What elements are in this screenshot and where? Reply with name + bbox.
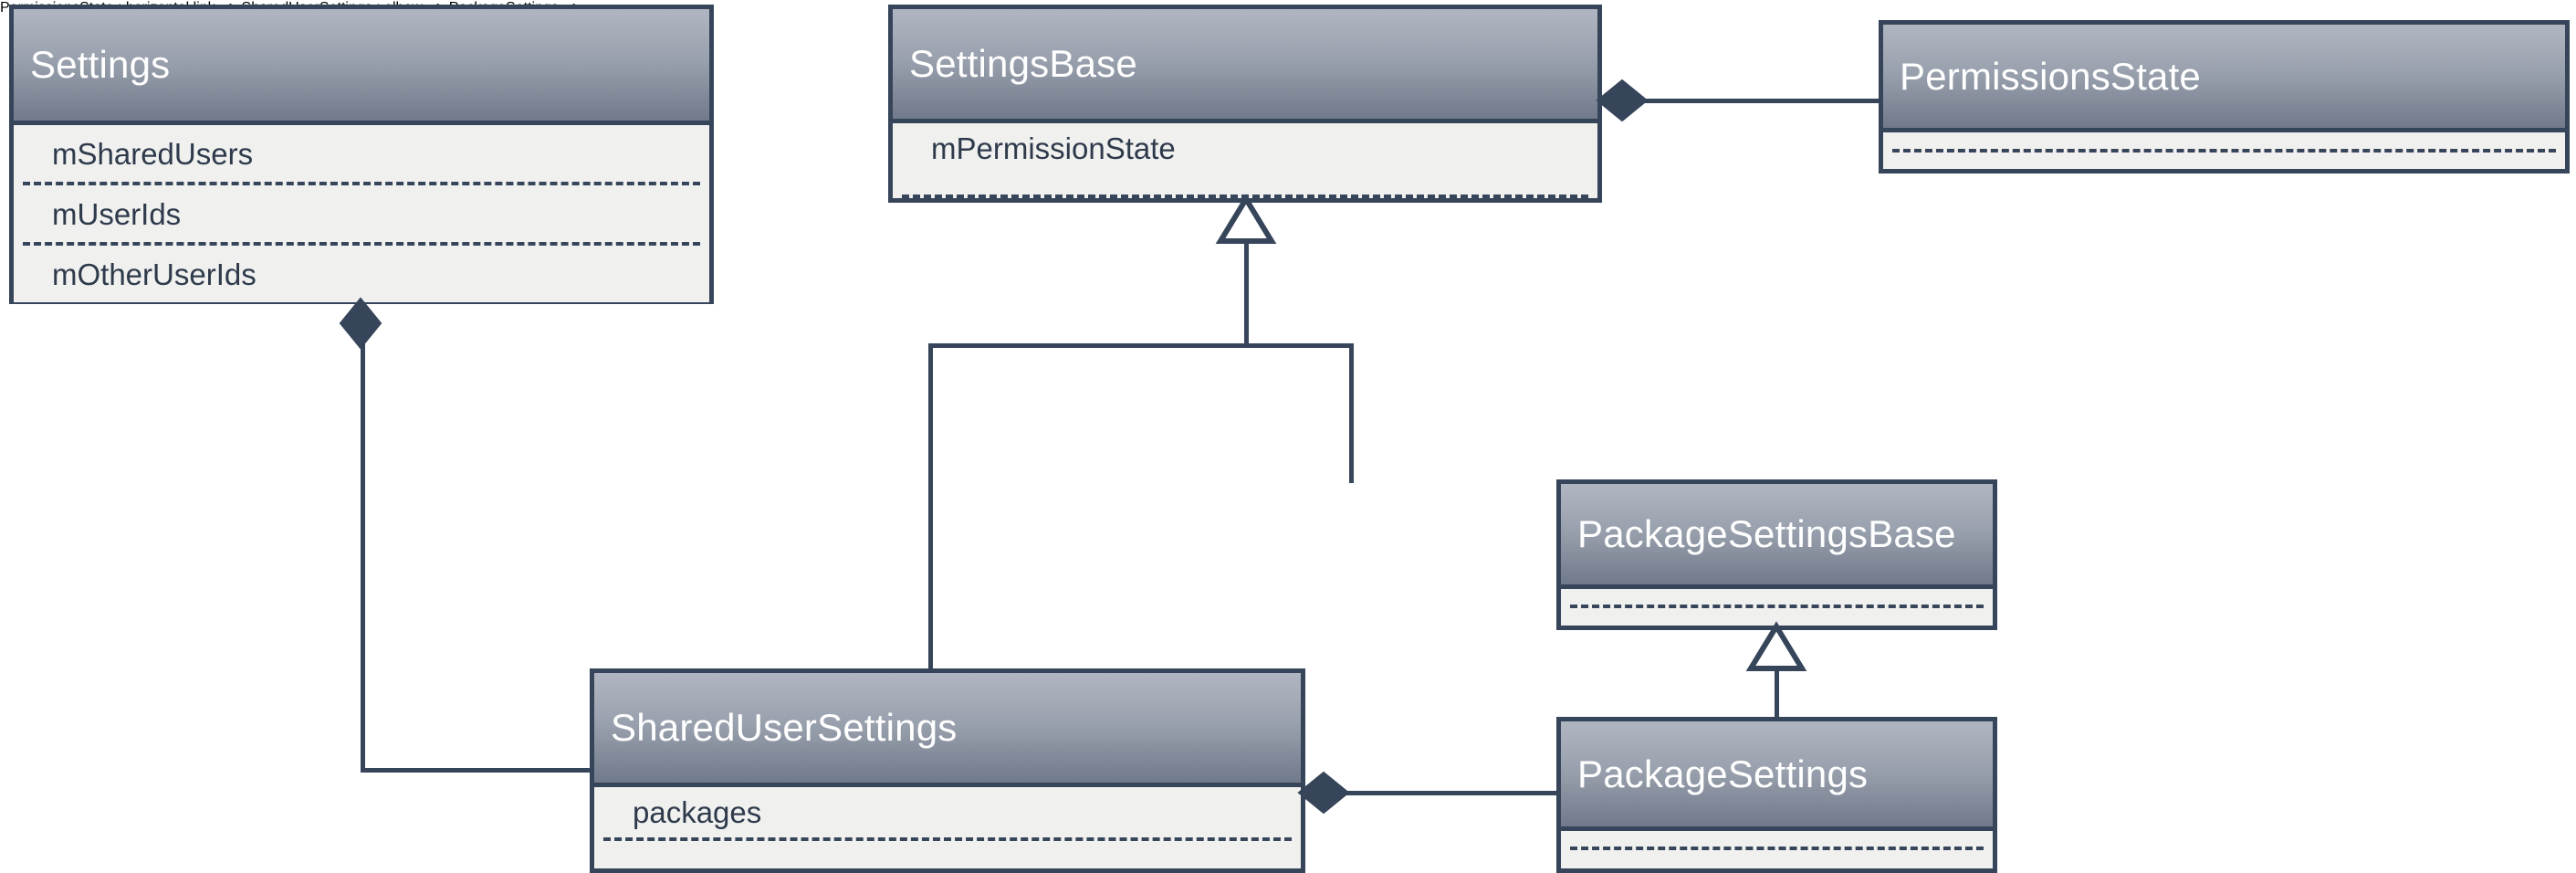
class-title-shareduserssettings: SharedUserSettings — [611, 706, 958, 749]
edge-settings-shareduser-horizontal — [361, 768, 596, 773]
class-header-settings: Settings — [14, 9, 709, 125]
edge-inherit-branch-shareduser — [928, 343, 933, 672]
attribute-separator — [1570, 605, 1984, 608]
class-body-settings: mSharedUsers mUserIds mOtherUserIds — [14, 125, 709, 302]
class-header-packagesettingsbase: PackageSettingsBase — [1561, 484, 1993, 589]
attribute-separator — [23, 182, 700, 185]
class-title-packagesettings: PackageSettings — [1577, 752, 1869, 795]
class-title-settings: Settings — [30, 43, 171, 86]
class-box-settings[interactable]: Settings mSharedUsers mUserIds mOtherUse… — [9, 5, 714, 304]
class-box-packagesettings[interactable]: PackageSettings — [1556, 717, 1997, 873]
class-box-permissionsstate[interactable]: PermissionsState — [1879, 20, 2570, 174]
edge-inherit-spine-vertical — [1244, 239, 1249, 347]
class-title-permissionsstate: PermissionsState — [1900, 54, 2201, 98]
class-body-settingsbase: mPermissionState — [893, 123, 1597, 198]
edge-inherit-spine-horizontal — [928, 343, 1354, 348]
class-attribute: mOtherUserIds — [52, 257, 257, 291]
composition-diamond-settings-icon — [337, 297, 384, 350]
generalization-triangle-settingsbase-icon — [1215, 194, 1277, 245]
class-title-packagesettingsbase: PackageSettingsBase — [1577, 512, 1956, 555]
composition-diamond-settingsbase-icon — [1596, 77, 1649, 124]
generalization-triangle-packagesettingsbase-icon — [1745, 621, 1807, 672]
class-header-packagesettings: PackageSettings — [1561, 721, 1993, 831]
edge-inherit-packagesettings — [1775, 630, 1779, 720]
class-box-shareduserssettings[interactable]: SharedUserSettings packages — [590, 668, 1305, 873]
edge-shareduser-packagesettings — [1342, 791, 1561, 795]
class-body-packagesettings — [1561, 831, 1993, 868]
class-header-settingsbase: SettingsBase — [893, 9, 1597, 123]
class-title-settingsbase: SettingsBase — [909, 42, 1137, 85]
edge-settings-shareduser-vertical — [361, 340, 365, 773]
edge-settingsbase-permissionsstate — [1639, 99, 1880, 103]
class-header-shareduserssettings: SharedUserSettings — [594, 673, 1301, 787]
edge-inherit-branch-packagesettingsbase — [1349, 343, 1354, 483]
class-header-permissionsstate: PermissionsState — [1883, 25, 2565, 132]
class-attribute: mUserIds — [52, 196, 182, 231]
class-box-packagesettingsbase[interactable]: PackageSettingsBase — [1556, 479, 1997, 630]
class-body-shareduserssettings: packages — [594, 787, 1301, 868]
class-attribute: mPermissionState — [931, 131, 1176, 165]
class-body-packagesettingsbase — [1561, 589, 1993, 626]
attribute-separator — [23, 242, 700, 246]
attribute-separator — [1570, 847, 1984, 850]
attribute-separator — [1892, 149, 2556, 153]
class-body-permissionsstate — [1883, 132, 2565, 169]
class-attribute: packages — [633, 795, 762, 829]
class-box-settingsbase[interactable]: SettingsBase mPermissionState — [888, 5, 1602, 203]
class-attribute: mSharedUsers — [52, 136, 254, 171]
composition-diamond-shareduser-icon — [1297, 769, 1350, 816]
attribute-separator — [603, 837, 1292, 841]
